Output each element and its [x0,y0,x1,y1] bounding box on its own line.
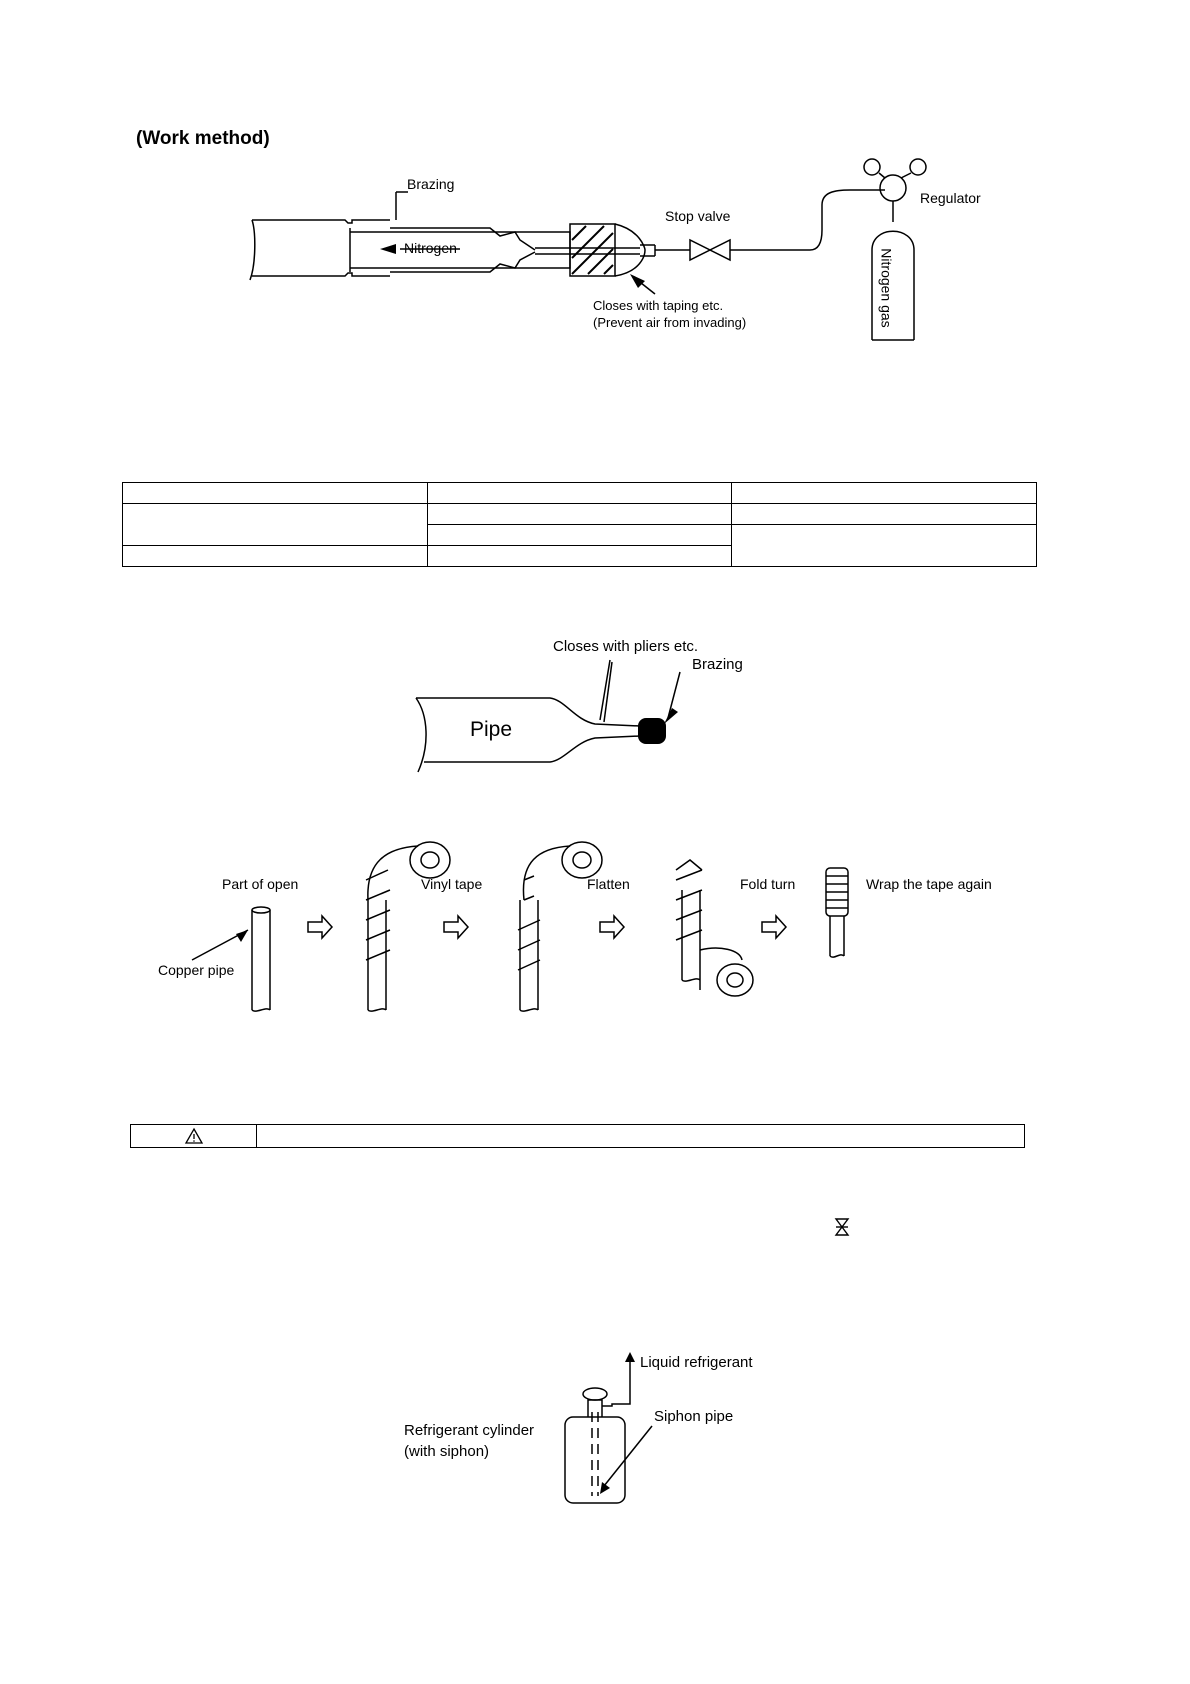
table-cell [426,545,733,567]
table-row [122,482,1037,504]
table-row [122,503,1037,546]
vinyl-tape-label: Vinyl tape [421,876,483,892]
table-cell [731,482,1037,504]
spec-table [122,482,1037,567]
table-cell [426,524,733,546]
part-of-open-label: Part of open [222,876,299,892]
pipe-closing-diagram [415,659,681,773]
nitrogen-label: Nitrogen [404,240,457,256]
brazing-label: Brazing [407,176,455,192]
liquid-refrigerant-label: Liquid refrigerant [640,1354,753,1371]
stop-valve-label: Stop valve [665,208,731,224]
table-cell [731,503,1037,525]
prohibition-symbol-icon [834,1218,850,1236]
prevent-air-label: (Prevent air from invading) [593,315,747,330]
brazing-label-2: Brazing [692,656,743,673]
caution-icon-cell [131,1125,257,1147]
pipe-label: Pipe [470,718,513,741]
taping-steps-diagram [191,841,849,1012]
flatten-label: Flatten [587,876,630,892]
fold-turn-label: Fold turn [740,876,796,892]
closes-pliers-label: Closes with pliers etc. [553,638,699,655]
regulator-label: Regulator [920,190,981,206]
nitrogen-gas-label: Nitrogen gas [878,248,895,328]
table-cell [122,545,428,567]
closes-taping-label: Closes with taping etc. [593,298,724,313]
copper-pipe-label: Copper pipe [158,962,235,978]
wrap-tape-again-label: Wrap the tape again [866,876,992,892]
table-row [122,545,1037,567]
siphon-pipe-label: Siphon pipe [654,1408,734,1425]
refrigerant-cylinder-label: Refrigerant cylinder [404,1422,535,1439]
nitrogen-brazing-diagram [249,158,927,341]
table-cell [122,503,428,546]
refrigerant-cylinder-diagram [564,1352,653,1504]
work-method-heading: (Work method) [136,128,270,149]
warning-triangle-icon [184,1127,203,1144]
table-cell [426,482,733,504]
caution-text [257,1125,1024,1147]
table-cell [426,503,733,525]
table-cell [122,482,428,504]
with-siphon-label: (with siphon) [404,1443,490,1460]
table-row [123,524,1037,567]
table-cell [731,524,1037,567]
caution-row [130,1124,1025,1148]
